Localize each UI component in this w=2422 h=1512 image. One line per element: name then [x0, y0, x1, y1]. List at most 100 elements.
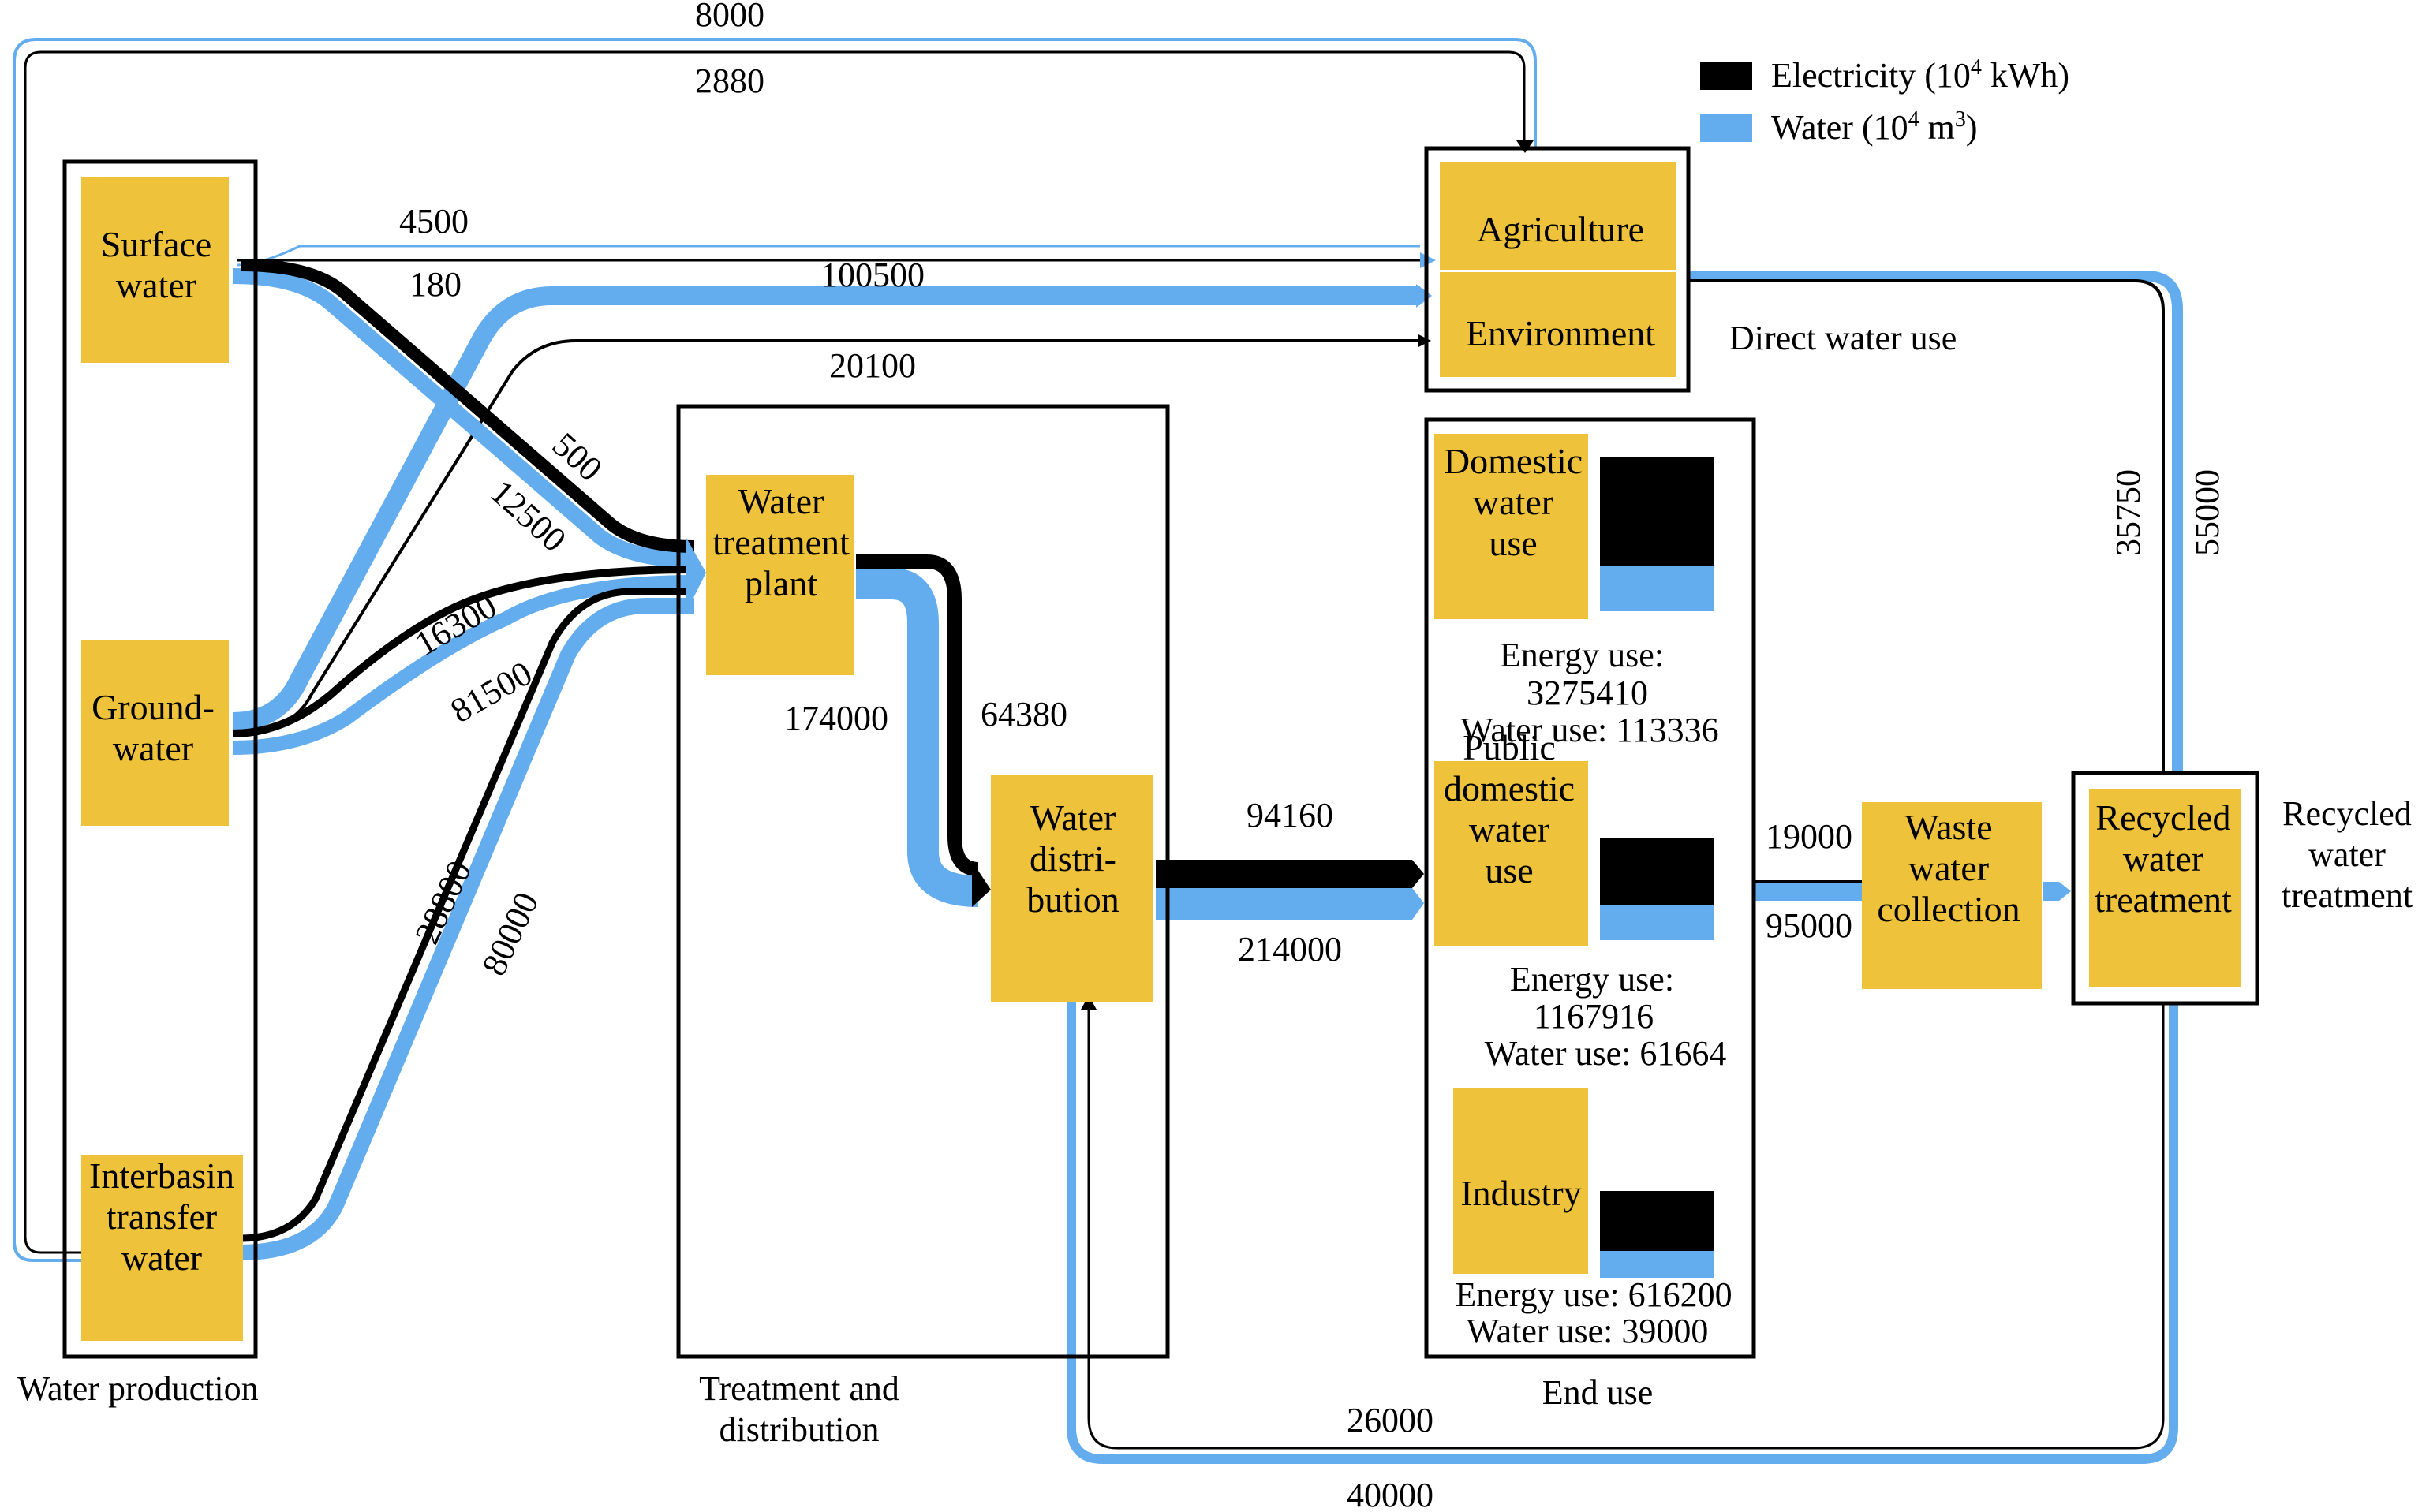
text-line: use — [1485, 850, 1533, 890]
bar-domestic-energy — [1600, 457, 1714, 566]
flow-wtp-arrowhead — [686, 538, 706, 612]
flow-end-waste-elec — [1755, 880, 1862, 883]
text-line: distribution — [719, 1410, 880, 1449]
flow-ground-env-arrowhead — [1416, 284, 1432, 308]
flow-wtp-dist-water — [856, 568, 979, 907]
node-ground-box — [81, 640, 229, 826]
flow-recycled-dist-elec — [1087, 1002, 2165, 1450]
public-energy-value: 1167916 — [1534, 997, 1654, 1036]
frame-end-use — [1424, 417, 1756, 1359]
legend-electricity-swatch — [1700, 62, 1752, 90]
text-line: Recycled — [2095, 797, 2230, 838]
node-agri-box — [1440, 162, 1676, 270]
caption-direct-use: Direct water use — [1729, 319, 1957, 357]
node-industry: Industry — [1453, 1088, 1588, 1274]
text-line: Agriculture — [1477, 209, 1644, 249]
flow-interbasin-agri-water — [13, 38, 1537, 1262]
flow-ground-wtp-elec — [232, 566, 695, 737]
legend: Electricity (104 kWh) Water (104 m3) — [1700, 55, 2069, 147]
industry-energy-line: Energy use: 616200 — [1455, 1275, 1732, 1314]
bar-domestic-water — [1600, 566, 1714, 611]
bar-industry-water — [1600, 1251, 1714, 1278]
node-environment: Environment — [1440, 272, 1676, 377]
text-line: water — [1469, 809, 1549, 849]
flow-labels: 8000 2880 4500 180 100500 20100 500 1250… — [399, 0, 2226, 1512]
text-line: Public — [1463, 727, 1556, 767]
flow-end-waste-water — [1755, 882, 1862, 901]
node-agri-label: Agriculture — [1477, 209, 1644, 249]
node-dist-box — [991, 775, 1153, 1002]
text-line: domestic — [1444, 768, 1575, 808]
text-line: Water — [1030, 797, 1116, 838]
node-domestic-box — [1434, 434, 1588, 619]
legend-electricity-label: Electricity (104 kWh) — [1771, 55, 2069, 95]
node-env-label: Environment — [1466, 313, 1655, 353]
node-agriculture: Agriculture — [1440, 162, 1676, 270]
text-line: water — [1908, 848, 1989, 888]
label-interbasin-agri-water: 8000 — [695, 0, 764, 34]
frame-water-production — [62, 159, 258, 1359]
flow-wtp-dist-elec — [856, 554, 979, 876]
flow-lines — [13, 38, 2183, 1464]
domestic-water-line: Water use: 113336 — [1460, 711, 1718, 749]
label-direct-recycled-water: 55000 — [2188, 469, 2226, 556]
flow-surface-wtp-elec — [240, 259, 695, 553]
caption-end-use: End use — [1542, 1373, 1654, 1412]
text-line: Ground- — [92, 687, 215, 727]
bar-public-energy — [1600, 838, 1714, 905]
flow-dist-end-water — [1156, 888, 1424, 920]
text-line: transfer — [107, 1197, 217, 1237]
flow-ground-env-water — [232, 286, 1420, 731]
text-line: treatment — [2095, 879, 2232, 920]
legend-water-swatch — [1700, 114, 1752, 142]
text-line: collection — [1877, 889, 2020, 929]
text-line: Surface — [101, 224, 211, 264]
text-line: water — [113, 728, 193, 768]
public-energy-label: Energy use: — [1510, 960, 1674, 999]
public-water-line: Water use: 61664 — [1485, 1034, 1727, 1073]
text-line: Environment — [1466, 313, 1655, 353]
group-frames — [62, 146, 2259, 1359]
flow-direct-recycled-elec — [1688, 279, 2165, 773]
node-industry-box — [1453, 1088, 1588, 1274]
text-line: Water — [738, 481, 824, 521]
text-line: water — [121, 1238, 202, 1278]
flow-waste-recycled — [2043, 882, 2071, 901]
node-recycled-box — [2089, 789, 2241, 987]
label-wtp-dist-elec: 64380 — [981, 695, 1067, 734]
text-line: use — [1489, 523, 1537, 563]
node-waste-box — [1862, 802, 2042, 989]
label-end-waste-water: 95000 — [1766, 906, 1852, 945]
end-use-texts: Energy use: 3275410 Water use: 113336 En… — [1455, 636, 1732, 1350]
bar-industry-energy — [1600, 1191, 1714, 1251]
label-end-waste-elec: 19000 — [1766, 817, 1852, 856]
label-recycled-dist-water: 40000 — [1347, 1476, 1433, 1512]
label-wtp-dist-water: 174000 — [784, 699, 888, 737]
label-recycled-dist-elec: 26000 — [1347, 1401, 1433, 1439]
text-line: Treatment and — [699, 1369, 899, 1408]
domestic-energy-value: 3275410 — [1527, 674, 1648, 712]
text-line: Domestic — [1444, 441, 1583, 481]
flow-dist-end-elec — [1156, 860, 1424, 888]
caption-water-production: Water production — [17, 1369, 259, 1408]
label-ground-env-water: 100500 — [820, 256, 925, 294]
flow-direct-recycled-water — [1688, 271, 2183, 773]
flow-interbasin-wtp-elec — [240, 588, 694, 1242]
flow-recycled-dist-arrowhead — [1081, 995, 1097, 1010]
text-line: Industry — [1460, 1173, 1581, 1213]
text-line: Interbasin — [89, 1155, 234, 1196]
